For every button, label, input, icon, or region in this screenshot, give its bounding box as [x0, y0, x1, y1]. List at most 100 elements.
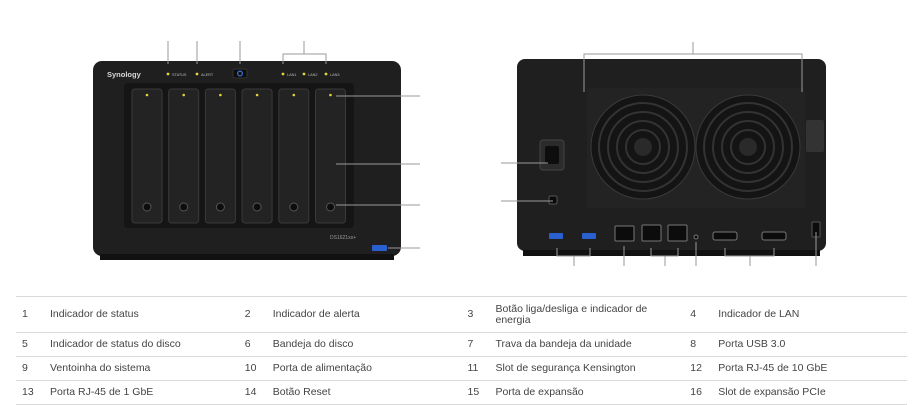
- fan-grill-ring: [598, 102, 688, 192]
- back-feet: [523, 250, 820, 256]
- tray-lock-icon[interactable]: [289, 202, 299, 212]
- legend-label: Indicador de status: [50, 296, 239, 333]
- led-lan2-icon: [302, 72, 306, 76]
- fan-grill-ring: [616, 120, 670, 174]
- led-label: LAN1: [287, 73, 297, 77]
- led-status-icon: [166, 72, 170, 76]
- usb-port-icon[interactable]: [372, 245, 387, 251]
- drive-status-led-icon: [255, 93, 259, 97]
- usb-port-back-2-icon[interactable]: [582, 233, 596, 239]
- power-button[interactable]: [232, 68, 248, 79]
- drive-status-led-icon: [219, 93, 222, 97]
- legend-number: 10: [238, 356, 273, 381]
- legend-number: 4: [684, 296, 719, 333]
- back-view: [517, 59, 826, 256]
- led-label: STATUS: [172, 73, 187, 77]
- fan-hub: [739, 138, 757, 156]
- drive-tray[interactable]: [315, 88, 346, 224]
- legend-number: 14: [238, 380, 273, 405]
- tray-lock-icon[interactable]: [215, 202, 225, 212]
- rj45-1gbe-port-2-icon[interactable]: [667, 224, 688, 242]
- led-lan3-icon: [324, 72, 328, 76]
- model-label: DS1621xs+: [330, 235, 356, 241]
- led-label: LAN2: [308, 73, 318, 77]
- fan-grill-ring: [730, 129, 766, 165]
- led-lan1-icon: [281, 72, 285, 76]
- fan-grill-ring: [703, 102, 793, 192]
- front-led-group: STATUS ALERT LAN1 LAN2 LAN3: [166, 72, 340, 77]
- legend-label: Porta USB 3.0: [718, 332, 907, 357]
- fan-hub: [634, 138, 652, 156]
- brand-logo: Synology: [107, 70, 142, 79]
- legend-label: Botão liga/desliga e indicador de energi…: [495, 296, 685, 333]
- legend-number: 6: [238, 332, 273, 357]
- drive-tray[interactable]: [168, 88, 200, 224]
- front-view: Synology STATUS ALERT LAN1 LAN2 LAN3 DS1621x…: [93, 61, 401, 260]
- legend-label: Porta de alimentação: [272, 356, 462, 381]
- legend-label: Slot de segurança Kensington: [495, 356, 685, 381]
- legend-label: Porta RJ-45 de 10 GbE: [718, 356, 907, 381]
- fan-grill-ring: [712, 111, 784, 183]
- led-label: ALERT: [201, 73, 214, 77]
- legend-label: Bandeja do disco: [272, 332, 462, 357]
- legend-label: Trava da bandeja da unidade: [495, 332, 685, 357]
- legend-number: 1: [16, 296, 50, 333]
- drive-tray[interactable]: [278, 88, 310, 224]
- drive-tray-group: [131, 88, 346, 224]
- legend-number: 8: [684, 332, 719, 357]
- legend-label: Porta RJ-45 de 1 GbE: [50, 380, 239, 405]
- legend-number: 7: [461, 332, 496, 357]
- callout-lines: [167, 41, 817, 266]
- drive-status-led-icon: [292, 93, 296, 97]
- tray-lock-icon[interactable]: [179, 202, 189, 212]
- legend-number: 11: [461, 356, 496, 381]
- tray-lock-icon[interactable]: [326, 202, 335, 212]
- power-port-socket: [545, 146, 559, 164]
- fan-grill-ring: [607, 111, 679, 183]
- front-feet: [100, 254, 394, 260]
- legend-number: 16: [684, 380, 719, 405]
- legend-number: 12: [684, 356, 719, 381]
- fan-grill-ring: [721, 120, 775, 174]
- rj45-1gbe-port-1-icon[interactable]: [641, 224, 662, 242]
- legend-label: Botão Reset: [272, 380, 462, 405]
- legend-number: 3: [461, 296, 496, 333]
- expansion-port-2-icon[interactable]: [761, 231, 787, 241]
- drive-tray[interactable]: [204, 88, 236, 224]
- legend-number: 15: [461, 380, 496, 405]
- legend-number: 9: [16, 356, 50, 381]
- legend-number: 5: [16, 332, 50, 357]
- kensington-slot-icon[interactable]: [548, 195, 558, 205]
- tray-lock-icon[interactable]: [252, 202, 262, 212]
- legend-number: 13: [16, 380, 50, 405]
- legend-label: Slot de expansão PCIe: [718, 380, 907, 405]
- legend-number: 2: [238, 296, 273, 333]
- legend-label: Indicador de alerta: [272, 296, 462, 333]
- drive-status-led-icon: [329, 93, 332, 97]
- legend-label: Ventoinha do sistema: [50, 356, 239, 381]
- pcie-bracket: [806, 120, 824, 152]
- drive-status-led-icon: [182, 93, 185, 97]
- rj45-10gbe-port-icon[interactable]: [614, 225, 635, 242]
- power-icon: [237, 70, 244, 77]
- legend-label: Indicador de status do disco: [50, 332, 239, 357]
- legend-label: Indicador de LAN: [718, 296, 907, 333]
- legend-label: Porta de expansão: [495, 380, 685, 405]
- reset-button-icon[interactable]: [693, 234, 699, 240]
- drive-tray[interactable]: [131, 88, 163, 224]
- fan-group: [590, 94, 801, 200]
- led-alert-icon: [195, 72, 199, 76]
- fan-grill-ring: [625, 129, 661, 165]
- drive-tray[interactable]: [241, 88, 273, 224]
- product-diagram: Synology STATUS ALERT LAN1 LAN2 LAN3 DS1621x…: [93, 41, 826, 266]
- tray-lock-icon[interactable]: [142, 202, 152, 212]
- led-label: LAN3: [330, 73, 340, 77]
- usb-port-back-1-icon[interactable]: [549, 233, 563, 239]
- expansion-port-1-icon[interactable]: [712, 231, 738, 241]
- drive-status-led-icon: [145, 93, 149, 97]
